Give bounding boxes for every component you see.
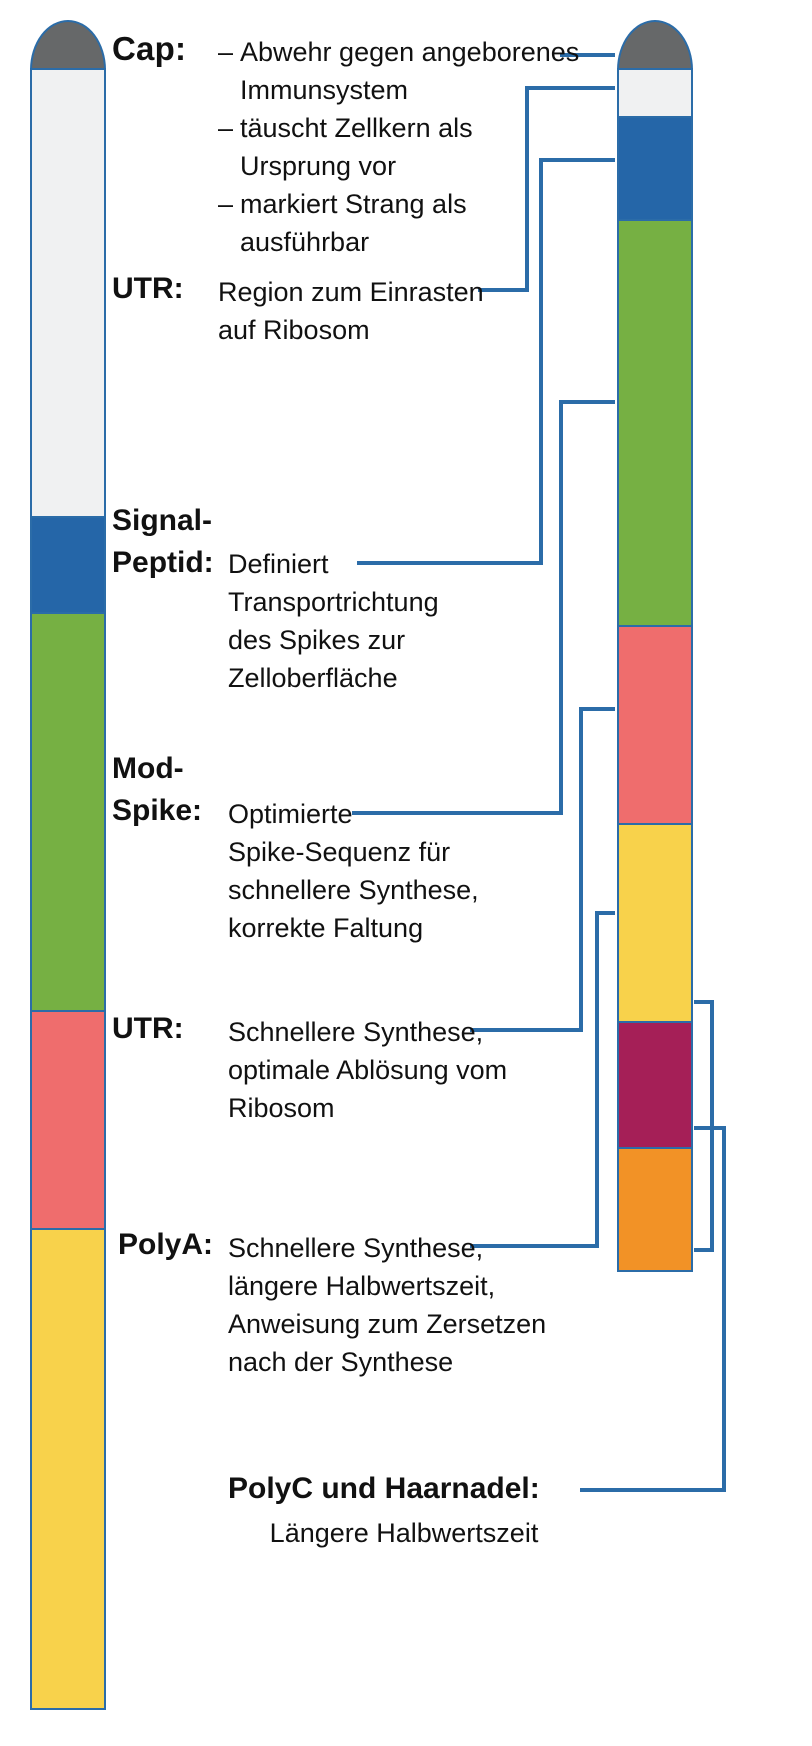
text-line: Definiert xyxy=(228,549,329,579)
text-line: Region zum Einrasten xyxy=(218,277,484,307)
text-line: Optimierte xyxy=(228,799,353,829)
right-segment-polyc xyxy=(617,1021,693,1149)
left-segment-signal-peptid xyxy=(30,516,106,614)
text-line: auf Ribosom xyxy=(218,315,370,345)
right-mrna-bar xyxy=(617,20,693,1272)
bullet-line: täuscht Zellkern als xyxy=(240,113,473,143)
right-segment-polya xyxy=(617,823,693,1023)
annotation-mod-spike-text: Optimierte Spike-Sequenz für schnellere … xyxy=(228,795,479,947)
bullet-text: Abwehr gegen angeborenes Immunsystem xyxy=(240,33,579,109)
text-line: Spike-Sequenz für xyxy=(228,837,451,867)
bullet-line: Ursprung vor xyxy=(240,151,397,181)
bullet-line: ausführbar xyxy=(240,227,370,257)
right-segment-signal-peptid xyxy=(617,116,693,221)
annotation-mod-spike-label-line2: Spike: xyxy=(112,794,203,827)
bullet-text: täuscht Zellkern als Ursprung vor xyxy=(240,109,473,185)
text-line: nach der Synthese xyxy=(228,1347,454,1377)
left-segment-utr-3 xyxy=(30,1010,106,1230)
text-line: korrekte Faltung xyxy=(228,913,424,943)
text-line: Schnellere Synthese, xyxy=(228,1017,484,1047)
bullet-dash: – xyxy=(218,189,234,219)
right-segment-utr-3 xyxy=(617,625,693,825)
bullet-line: markiert Strang als xyxy=(240,189,467,219)
annotation-signal-peptid-text: Definiert Transportrichtung des Spikes z… xyxy=(228,545,439,697)
bullet-dash: – xyxy=(218,37,234,67)
right-segment-haarnadel xyxy=(617,1147,693,1272)
annotation-utr-top-label: UTR: xyxy=(112,272,184,305)
left-mrna-bar xyxy=(30,20,106,1710)
annotation-mod-spike-label-line1: Mod- xyxy=(112,752,184,785)
bullet-line: Immunsystem xyxy=(240,75,409,105)
annotation-polyc-haarnadel-text: Längere Halbwertszeit xyxy=(228,1514,580,1552)
left-segment-spike xyxy=(30,612,106,1012)
bullet-text: markiert Strang als ausführbar xyxy=(240,185,467,261)
annotation-polya-label: PolyA: xyxy=(118,1228,214,1261)
bullet-line: Abwehr gegen angeborenes xyxy=(240,37,580,67)
left-segment-polya xyxy=(30,1228,106,1710)
text-line: Schnellere Synthese, xyxy=(228,1233,484,1263)
text-line: optimale Ablösung vom xyxy=(228,1055,508,1085)
annotation-signal-peptid-label-line1: Signal- xyxy=(112,504,213,537)
annotation-utr-bottom-text: Schnellere Synthese, optimale Ablösung v… xyxy=(228,1013,507,1127)
annotation-utr-bottom-label: UTR: xyxy=(112,1012,184,1045)
right-segment-utr-5 xyxy=(617,68,693,118)
left-segment-utr-5 xyxy=(30,68,106,518)
annotation-cap-label: Cap: xyxy=(112,30,187,67)
bullet-dash: – xyxy=(218,113,234,143)
right-segment-cap xyxy=(617,20,693,70)
bullet-item: – markiert Strang als ausführbar xyxy=(218,185,579,261)
text-line: Transportrichtung xyxy=(228,587,439,617)
text-line: schnellere Synthese, xyxy=(228,875,479,905)
bullet-item: – Abwehr gegen angeborenes Immunsystem xyxy=(218,33,579,109)
annotation-utr-top-text: Region zum Einrasten auf Ribosom xyxy=(218,273,484,349)
bullet-item: – täuscht Zellkern als Ursprung vor xyxy=(218,109,579,185)
text-line: Ribosom xyxy=(228,1093,335,1123)
text-line: Längere Halbwertszeit xyxy=(269,1518,539,1548)
annotation-polya-text: Schnellere Synthese, längere Halbwertsze… xyxy=(228,1229,546,1381)
text-line: längere Halbwertszeit, xyxy=(228,1271,496,1301)
annotation-cap-bullets: – Abwehr gegen angeborenes Immunsystem –… xyxy=(218,33,579,261)
right-segment-mod-spike xyxy=(617,219,693,627)
text-line: Anweisung zum Zersetzen xyxy=(228,1309,547,1339)
left-segment-cap xyxy=(30,20,106,70)
text-line: Zelloberfläche xyxy=(228,663,398,693)
annotation-polyc-haarnadel-label: PolyC und Haarnadel: xyxy=(228,1472,540,1505)
annotation-signal-peptid-label-line2: Peptid: xyxy=(112,546,214,579)
text-line: des Spikes zur xyxy=(228,625,406,655)
